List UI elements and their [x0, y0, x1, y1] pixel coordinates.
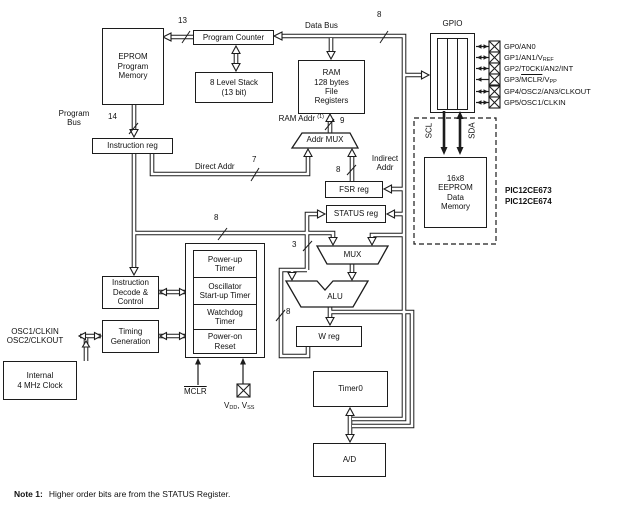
mux-label: MUX: [343, 250, 362, 259]
watchdog-timer-block: Watchdog Timer: [193, 304, 257, 330]
gpio-inner-box: [437, 38, 468, 110]
timing-generation-block: Timing Generation: [102, 320, 159, 353]
w-reg-block: W reg: [296, 326, 362, 347]
pin-label-gp1: GP1/AN1/VREF: [504, 53, 554, 63]
bus-width-ticks: [128, 30, 389, 322]
gpio-column-divider: [447, 39, 448, 109]
gpio-label: GPIO: [442, 19, 463, 28]
timer0-block: Timer0: [313, 371, 388, 407]
pin-label-gp2: GP2/T0CKI/AN2/INT: [504, 64, 574, 73]
program-bus-width: 14: [108, 112, 117, 121]
pc-bus-width: 13: [178, 16, 187, 25]
stack-block: 8 Level Stack (13 bit): [195, 72, 273, 103]
status-reg-block: STATUS reg: [326, 205, 386, 223]
program-bus-label: Program Bus: [58, 109, 90, 128]
eeprom-dashed-region: [413, 117, 497, 245]
vdd-vss-label: VDD, VSS: [224, 401, 255, 411]
osc-pins-label: OSC1/CLKIN OSC2/CLKOUT: [6, 327, 64, 346]
vdd-vss-pad-icon: [236, 383, 251, 398]
pin-label-gp5: GP5/OSC1/CLKIN: [504, 98, 566, 107]
device-names-label: PIC12CE673 PIC12CE674: [505, 186, 552, 206]
direct-addr-width: 7: [252, 155, 257, 164]
ram-addr-label: RAM Addr (1): [278, 114, 324, 123]
pin-label-gp0: GP0/AN0: [504, 42, 536, 51]
logic-shapes: [284, 132, 390, 308]
addr-mux-shape: [290, 132, 360, 149]
pin-pad-icon: [488, 40, 501, 53]
ram-block: RAM 128 bytes File Registers: [298, 60, 365, 114]
ad-block: A/D: [313, 443, 386, 477]
i2c-lines: [442, 111, 462, 148]
sda-label: SDA: [467, 122, 477, 139]
mclr-label: MCLR: [184, 387, 207, 396]
eeprom-data-memory-block: 16x8 EEPROM Data Memory: [424, 157, 487, 228]
pin-pad-icon: [488, 96, 501, 109]
footnote: Note 1:Higher order bits are from the ST…: [14, 489, 231, 499]
pin-label-gp4: GP4/OSC2/AN3/CLKOUT: [504, 87, 591, 96]
fsr-reg-block: FSR reg: [325, 181, 383, 198]
indirect-addr-label: Indirect Addr: [371, 154, 399, 173]
indirect-addr-width: 8: [336, 165, 341, 174]
direct-addr-label: Direct Addr: [195, 162, 235, 171]
pin-pads: [236, 40, 501, 398]
alu-shape: [284, 280, 370, 308]
instruction-reg-block: Instruction reg: [92, 138, 173, 154]
poweron-reset-block: Power-on Reset: [193, 329, 257, 354]
gpio-column-divider: [457, 39, 458, 109]
ram-addr-width: 9: [340, 116, 345, 125]
addr-mux-label: Addr MUX: [306, 135, 344, 144]
pin-pad-icon: [488, 62, 501, 75]
w-feedback-width: 8: [286, 307, 291, 316]
alu-label: ALU: [327, 292, 343, 301]
osc-startup-timer-block: Oscillator Start-up Timer: [193, 277, 257, 305]
powerup-timer-block: Power-up Timer: [193, 250, 257, 278]
eprom-block: EPROM Program Memory: [102, 28, 164, 105]
gpio-block: [430, 33, 475, 113]
bus-arrowheads: [77, 31, 431, 444]
solid-arrowheads: [195, 44, 488, 365]
pin-label-gp3: GP3/MCLR/VPP: [504, 75, 557, 85]
mux-in-width: 3: [292, 240, 297, 249]
program-counter-block: Program Counter: [193, 30, 274, 45]
data-bus-label: Data Bus: [305, 21, 338, 30]
instruction-decode-block: Instruction Decode & Control: [102, 276, 159, 309]
pin-pad-icon: [488, 73, 501, 86]
pin-pad-icon: [488, 51, 501, 64]
internal-clock-block: Internal 4 MHz Clock: [3, 361, 77, 400]
data-bus-width: 8: [377, 10, 382, 19]
scl-label: SCL: [424, 122, 434, 139]
literal-bus-width: 8: [214, 213, 219, 222]
mux-shape: [315, 245, 390, 265]
pin-pad-icon: [488, 85, 501, 98]
